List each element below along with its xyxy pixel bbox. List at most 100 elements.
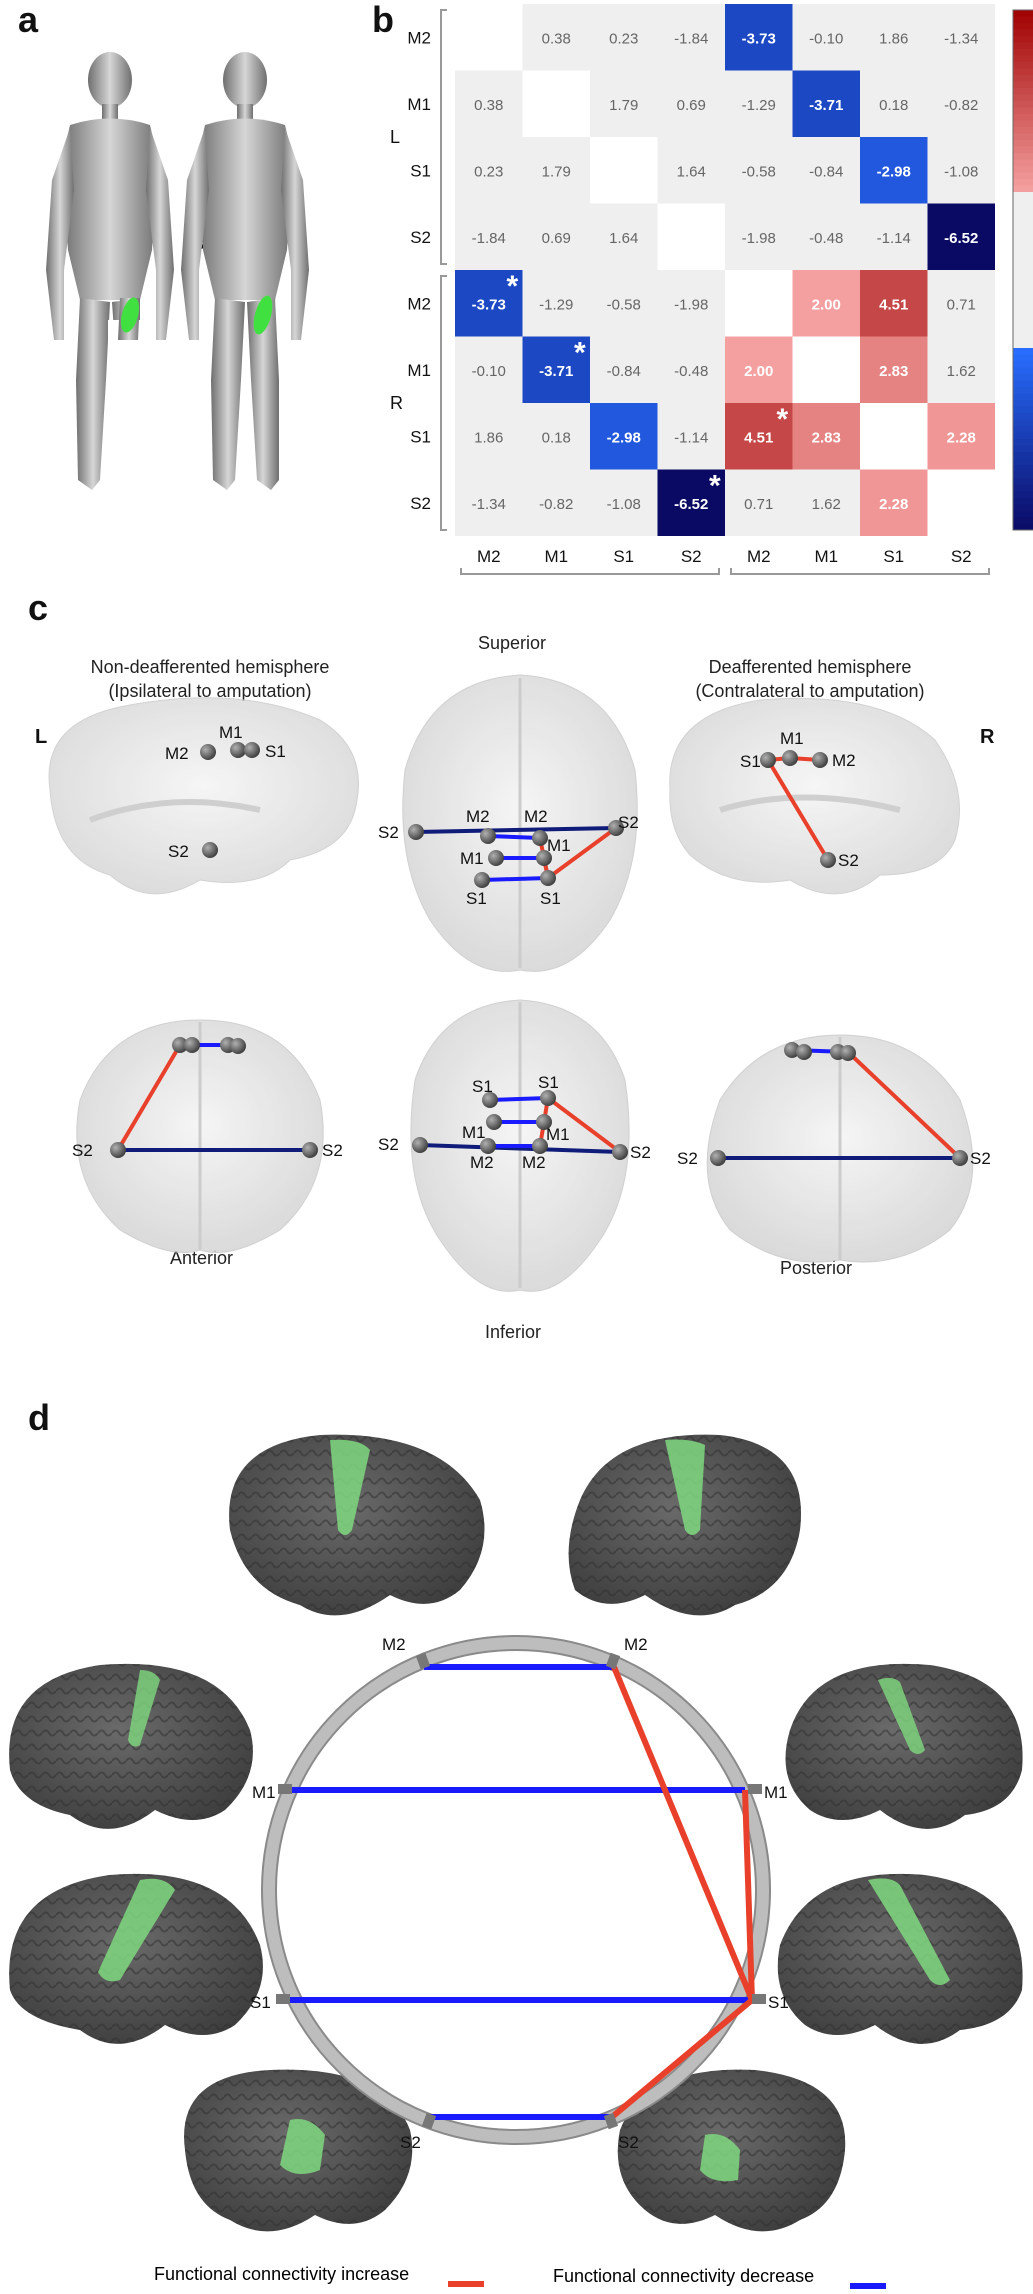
node-m1-lateral-left <box>230 742 246 758</box>
label-m2-li: M2 <box>470 1153 494 1172</box>
heatmap-col-label: M1 <box>544 547 568 566</box>
label-s2-rs: S2 <box>618 813 639 832</box>
amputee-figure <box>46 52 174 490</box>
heatmap-cell <box>455 70 523 137</box>
heatmap-cell <box>657 4 725 71</box>
legend-decrease-label: Functional connectivity decrease <box>553 2266 814 2286</box>
node-s1-lateral-left <box>244 742 260 758</box>
heatmap-value: -1.98 <box>674 296 708 313</box>
heatmap-cell <box>792 4 860 71</box>
heatmap-cell <box>860 137 928 204</box>
ring-label-s1-right: S1 <box>768 1993 789 2012</box>
heatmap-value: 2.83 <box>812 429 841 446</box>
panel-letter-d: d <box>28 1397 50 1438</box>
node-p1 <box>784 1042 800 1058</box>
label-m1-li: M1 <box>462 1123 486 1142</box>
heatmap-value: -0.82 <box>539 496 573 513</box>
left-hemisphere-subtitle: (Ipsilateral to amputation) <box>108 681 312 701</box>
panel-letter-b: b <box>372 0 394 40</box>
node-s2-left-superior <box>408 824 424 840</box>
heatmap-cell <box>792 137 860 204</box>
brain-views: M2 M1 S1 S2 S2 M2 M2 M1 M1 S1 S1 S2 S1 M… <box>48 674 991 1292</box>
heatmap-value: 4.51 <box>744 429 773 446</box>
node-s2-left-anterior <box>110 1142 126 1158</box>
heatmap-value: -2.98 <box>877 163 911 180</box>
heatmap-value: 0.38 <box>474 97 503 114</box>
superior-label: Superior <box>478 633 547 653</box>
brain-lateral-right <box>669 697 960 895</box>
heatmap-cell <box>792 270 860 337</box>
node-a4 <box>230 1038 246 1054</box>
heatmap-col-label: S1 <box>613 547 634 566</box>
heatmap-cell <box>792 70 860 137</box>
anterior-label: Anterior <box>170 1248 234 1268</box>
node-s1-right-superior <box>540 870 556 886</box>
ring-label-m1-right: M1 <box>764 1783 788 1802</box>
heatmap-col-label: S2 <box>951 547 972 566</box>
heatmap-cell <box>792 203 860 270</box>
brain-lateral-left <box>48 697 359 895</box>
label-s2-ri: S2 <box>630 1143 651 1162</box>
heatmap-value: -3.73 <box>472 296 506 313</box>
side-label-left: L <box>35 726 48 748</box>
label-m1-lr: M1 <box>780 729 804 748</box>
heatmap-value: 0.23 <box>474 163 503 180</box>
heatmap-value: -0.10 <box>472 363 506 380</box>
label-s2-lp: S2 <box>677 1149 698 1168</box>
label-s1-rs: S1 <box>540 889 561 908</box>
node-p2 <box>796 1044 812 1060</box>
heatmap-value: -0.58 <box>742 163 776 180</box>
heatmap-value: 2.00 <box>744 363 773 380</box>
heatmap-col-label: S2 <box>681 547 702 566</box>
significance-asterisk: * <box>574 337 586 370</box>
heatmap-value: -0.84 <box>607 363 641 380</box>
ring-label-s2-right: S2 <box>618 2133 639 2152</box>
heatmap-value: 0.23 <box>609 30 638 47</box>
ring-label-m2-right: M2 <box>624 1635 648 1654</box>
node-a2 <box>184 1037 200 1053</box>
node-m1-left-superior <box>488 850 504 866</box>
col-group-label: R <box>854 582 867 585</box>
label-s2-ls: S2 <box>378 823 399 842</box>
inflated-brain-bottom-left <box>184 2069 413 2232</box>
heatmap-value: -1.84 <box>472 230 506 247</box>
heatmap-cell <box>522 469 590 536</box>
label-s2-rp: S2 <box>970 1149 991 1168</box>
right-hemisphere-subtitle: (Contralateral to amputation) <box>695 681 925 701</box>
node-s1-left-inferior <box>482 1092 498 1108</box>
heatmap-cell <box>522 70 590 137</box>
ring-label-m1-left: M1 <box>252 1783 276 1802</box>
connectogram: M2 M2 M1 M1 S1 S1 S2 S2 Functional conne… <box>9 1434 1023 2289</box>
label-s2-ll: S2 <box>168 842 189 861</box>
heatmap-col-label: S1 <box>883 547 904 566</box>
heatmap-value: -0.48 <box>809 230 843 247</box>
intact-figure <box>181 52 309 490</box>
heatmap-cell <box>927 70 995 137</box>
node-m1-lateral-right <box>782 750 798 766</box>
heatmap-cell <box>725 137 793 204</box>
heatmap-cell <box>657 270 725 337</box>
heatmap-row-label: S2 <box>410 494 431 513</box>
heatmap-cell <box>657 203 725 270</box>
heatmap-value: 1.62 <box>812 496 841 513</box>
node-s1-lateral-right <box>760 752 776 768</box>
label-s1-ll: S1 <box>265 742 286 761</box>
node-m1-right-superior <box>536 850 552 866</box>
heatmap-value: 4.51 <box>879 296 908 313</box>
heatmap-cell <box>590 469 658 536</box>
label-m1-ls: M1 <box>460 849 484 868</box>
heatmap-cell <box>725 469 793 536</box>
heatmap-cell <box>657 70 725 137</box>
heatmap-cell <box>522 270 590 337</box>
heatmap-value: -1.98 <box>742 230 776 247</box>
inflated-brain-mid-right-1 <box>785 1663 1023 1829</box>
inflated-brain-top-left <box>229 1434 485 1616</box>
heatmap-cell <box>792 403 860 470</box>
label-m1-ri: M1 <box>546 1125 570 1144</box>
heatmap-cell <box>590 70 658 137</box>
node-s2-lateral-left <box>202 842 218 858</box>
node-m2-right-superior <box>532 830 548 846</box>
edge-s1l-s1r-superior <box>481 876 549 882</box>
heatmap-row-label: M2 <box>407 294 431 313</box>
heatmap-cell <box>522 403 590 470</box>
